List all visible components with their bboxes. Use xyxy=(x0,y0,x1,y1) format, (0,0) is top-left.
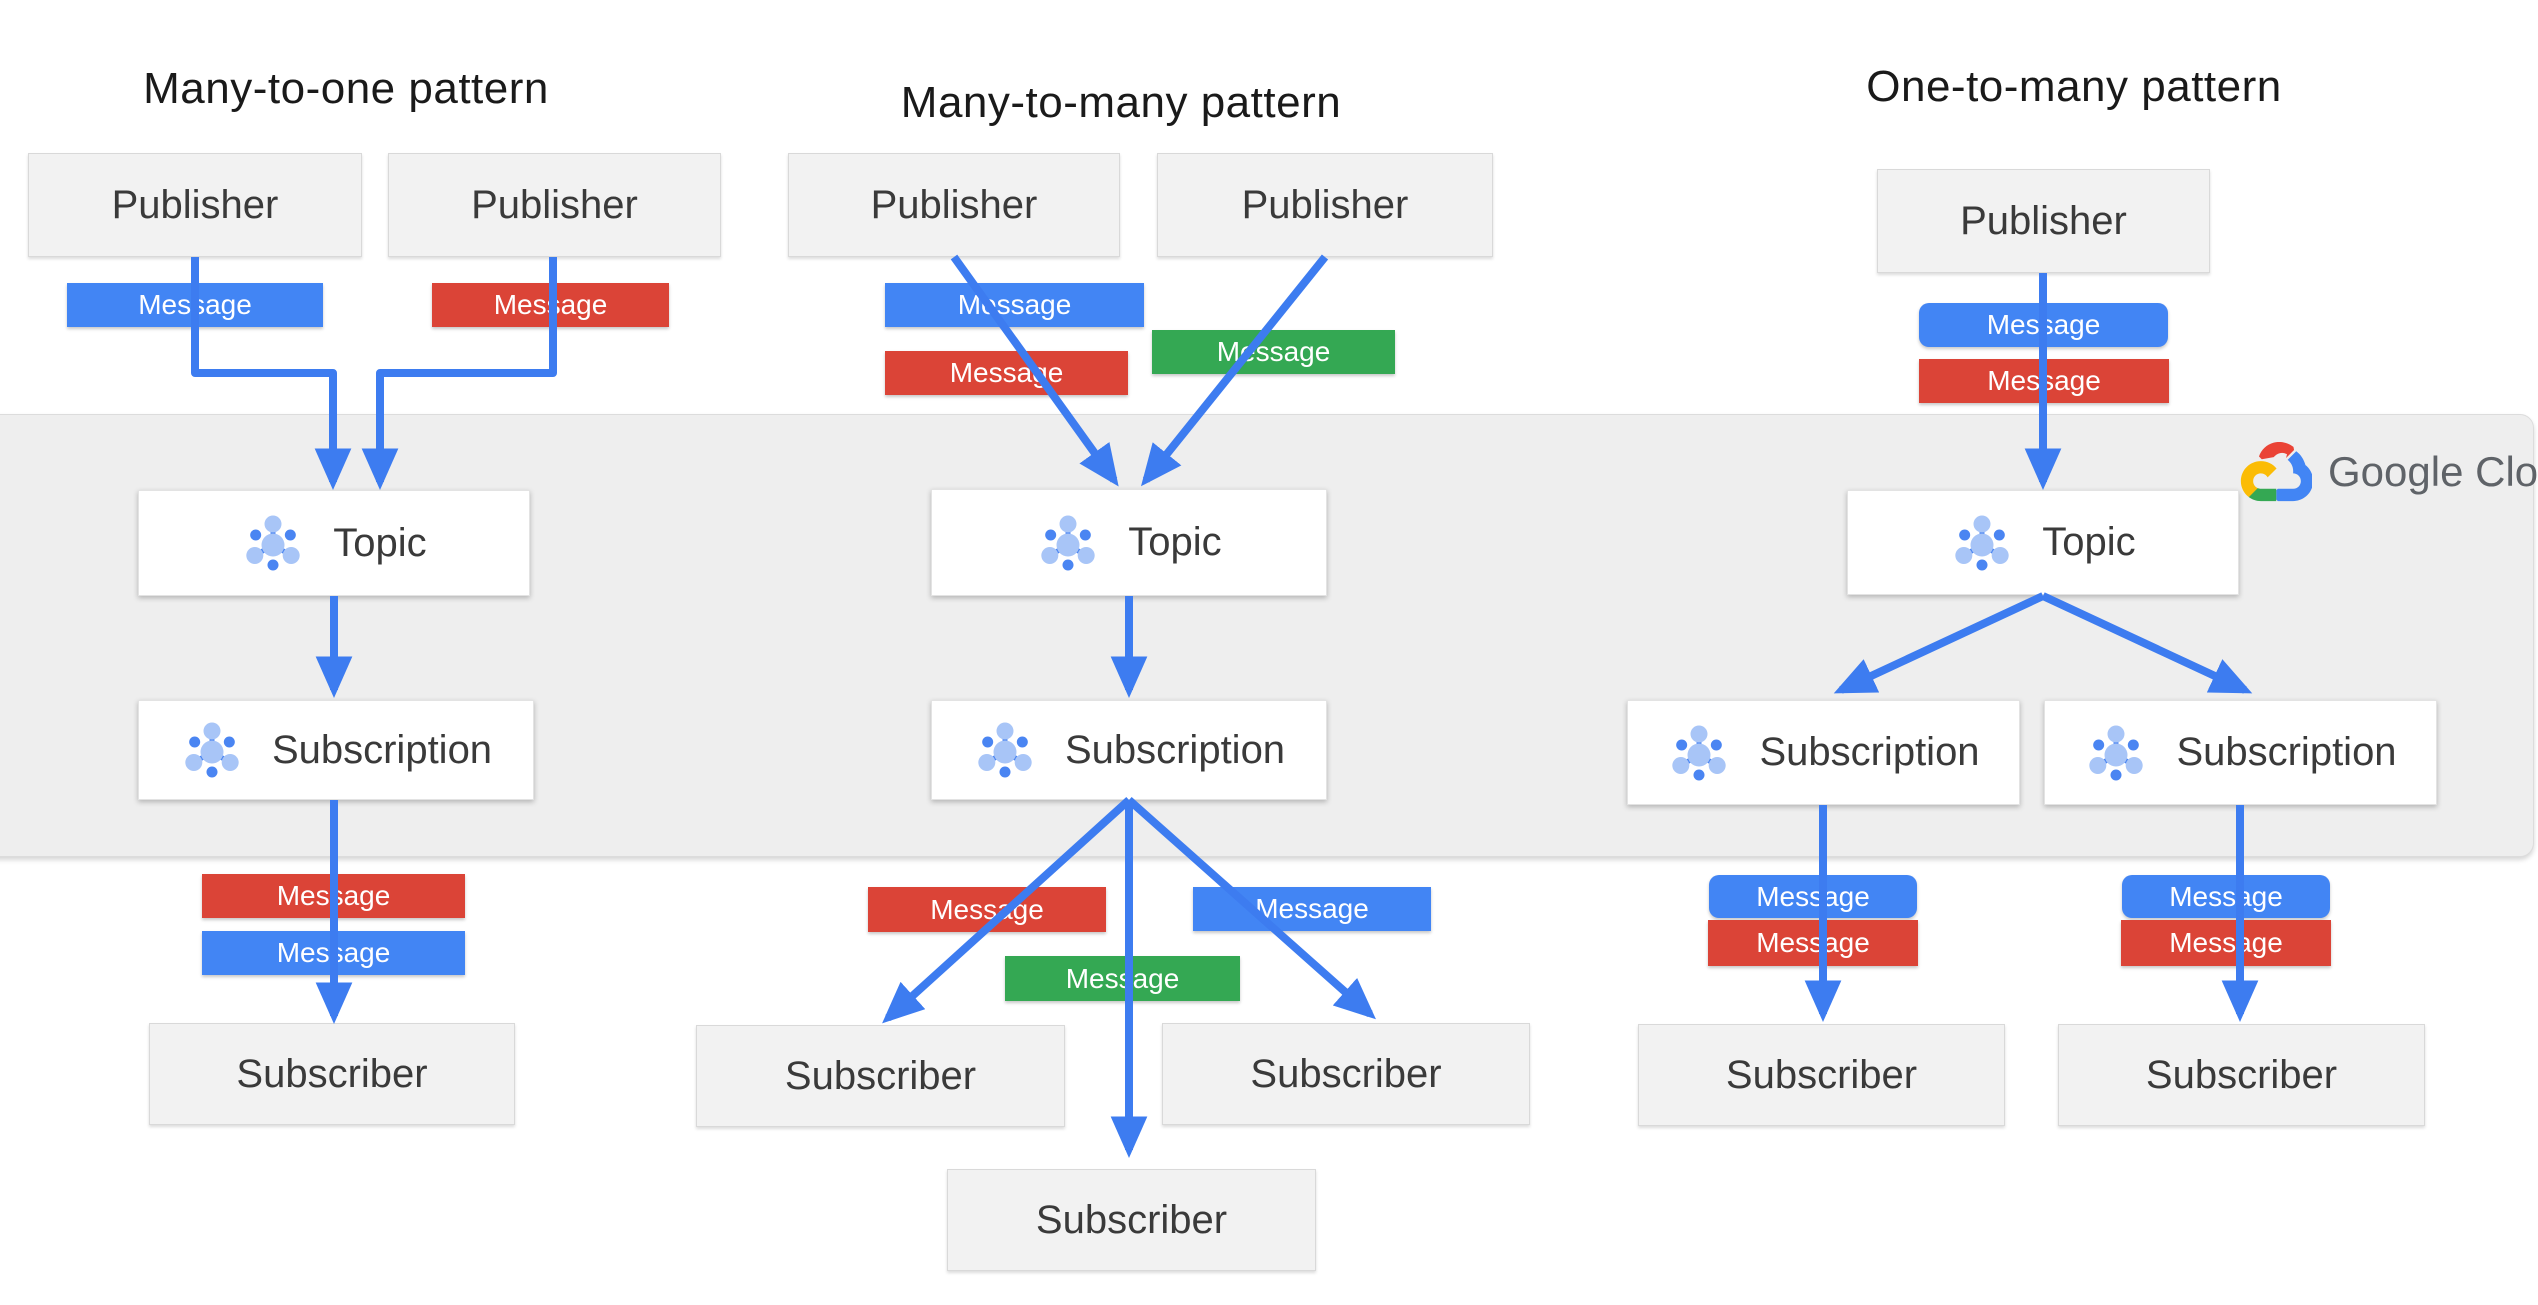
topic-box: Topic xyxy=(1847,490,2239,595)
subscription-label: Subscription xyxy=(1759,730,1980,774)
pubsub-topic-icon xyxy=(2089,725,2144,780)
subscriber-label: Subscriber xyxy=(1725,1052,1918,1097)
subscriber-label: Subscriber xyxy=(1035,1197,1228,1242)
topic-box: Topic xyxy=(138,490,530,596)
publisher-label: Publisher xyxy=(471,182,638,227)
pubsub-topic-icon xyxy=(978,722,1032,778)
publisher-label: Publisher xyxy=(870,182,1038,227)
subscription-box: Subscription xyxy=(1627,700,2020,805)
subscription-label: Subscription xyxy=(2176,730,2397,774)
subscriber-box: Subscriber xyxy=(947,1169,1316,1271)
message-badge-red: Message xyxy=(2121,920,2331,966)
message-badge-blue: Message xyxy=(2122,875,2330,918)
google-cloud-icon xyxy=(2240,442,2312,502)
subscriber-label: Subscriber xyxy=(236,1051,428,1096)
pubsub-topic-icon xyxy=(185,722,239,778)
arrow-pubL1-topicL xyxy=(191,257,352,491)
arrow-topicR-subR2 xyxy=(2041,592,2253,694)
publisher-box: Publisher xyxy=(1157,153,1493,257)
title-one-to-many: One-to-many pattern xyxy=(1866,62,2282,111)
pubsub-topic-icon xyxy=(246,515,300,571)
message-badge-red: Message xyxy=(868,887,1106,932)
publisher-label: Publisher xyxy=(111,182,279,227)
topic-label: Topic xyxy=(1128,520,1222,564)
topic-box: Topic xyxy=(931,489,1327,596)
subscriber-box: Subscriber xyxy=(1162,1023,1530,1125)
message-badge-green: Message xyxy=(1005,956,1240,1001)
subscription-label: Subscription xyxy=(1064,727,1286,772)
publisher-label: Publisher xyxy=(1241,182,1409,227)
publisher-box: Publisher xyxy=(1877,169,2210,273)
arrow-subM-subscrM2 xyxy=(1126,797,1376,1020)
pubsub-topic-icon xyxy=(1955,515,2009,570)
topic-label: Topic xyxy=(2042,520,2136,564)
arrow-pubM2-topicM xyxy=(1140,254,1329,487)
subscriber-label: Subscriber xyxy=(784,1053,977,1098)
message-badge-red: Message xyxy=(1708,920,1918,966)
publisher-box: Publisher xyxy=(788,153,1120,257)
subscriber-label: Subscriber xyxy=(2145,1052,2338,1097)
subscription-label: Subscription xyxy=(271,727,493,772)
publisher-box: Publisher xyxy=(28,153,362,257)
subscription-box: Subscription xyxy=(2044,700,2437,805)
arrow-pubL2-topicL xyxy=(361,257,557,491)
pubsub-topic-icon xyxy=(1041,515,1095,570)
title-many-to-one: Many-to-one pattern xyxy=(143,64,549,113)
subscription-box: Subscription xyxy=(138,700,534,800)
title-many-to-many: Many-to-many pattern xyxy=(900,78,1342,127)
message-badge-blue: Message xyxy=(1709,875,1917,918)
topic-label: Topic xyxy=(333,520,427,565)
arrow-pubM1-topicM xyxy=(950,254,1119,487)
google-cloud-logo: Google Cloud xyxy=(2238,442,2538,502)
subscriber-box: Subscriber xyxy=(2058,1024,2425,1126)
arrow-subM-subscrM1 xyxy=(882,797,1132,1024)
publisher-label: Publisher xyxy=(1960,198,2127,243)
subscriber-box: Subscriber xyxy=(696,1025,1065,1127)
pubsub-topic-icon xyxy=(1672,725,1727,780)
subscriber-label: Subscriber xyxy=(1250,1051,1442,1096)
subscriber-box: Subscriber xyxy=(1638,1024,2005,1126)
message-badge-green: Message xyxy=(1152,330,1395,374)
publisher-box: Publisher xyxy=(388,153,721,257)
message-badge-red: Message xyxy=(885,351,1128,395)
subscription-box: Subscription xyxy=(931,700,1327,800)
arrow-topicR-subR1 xyxy=(1833,592,2045,694)
google-cloud-wordmark: Google Cloud xyxy=(2328,448,2538,495)
